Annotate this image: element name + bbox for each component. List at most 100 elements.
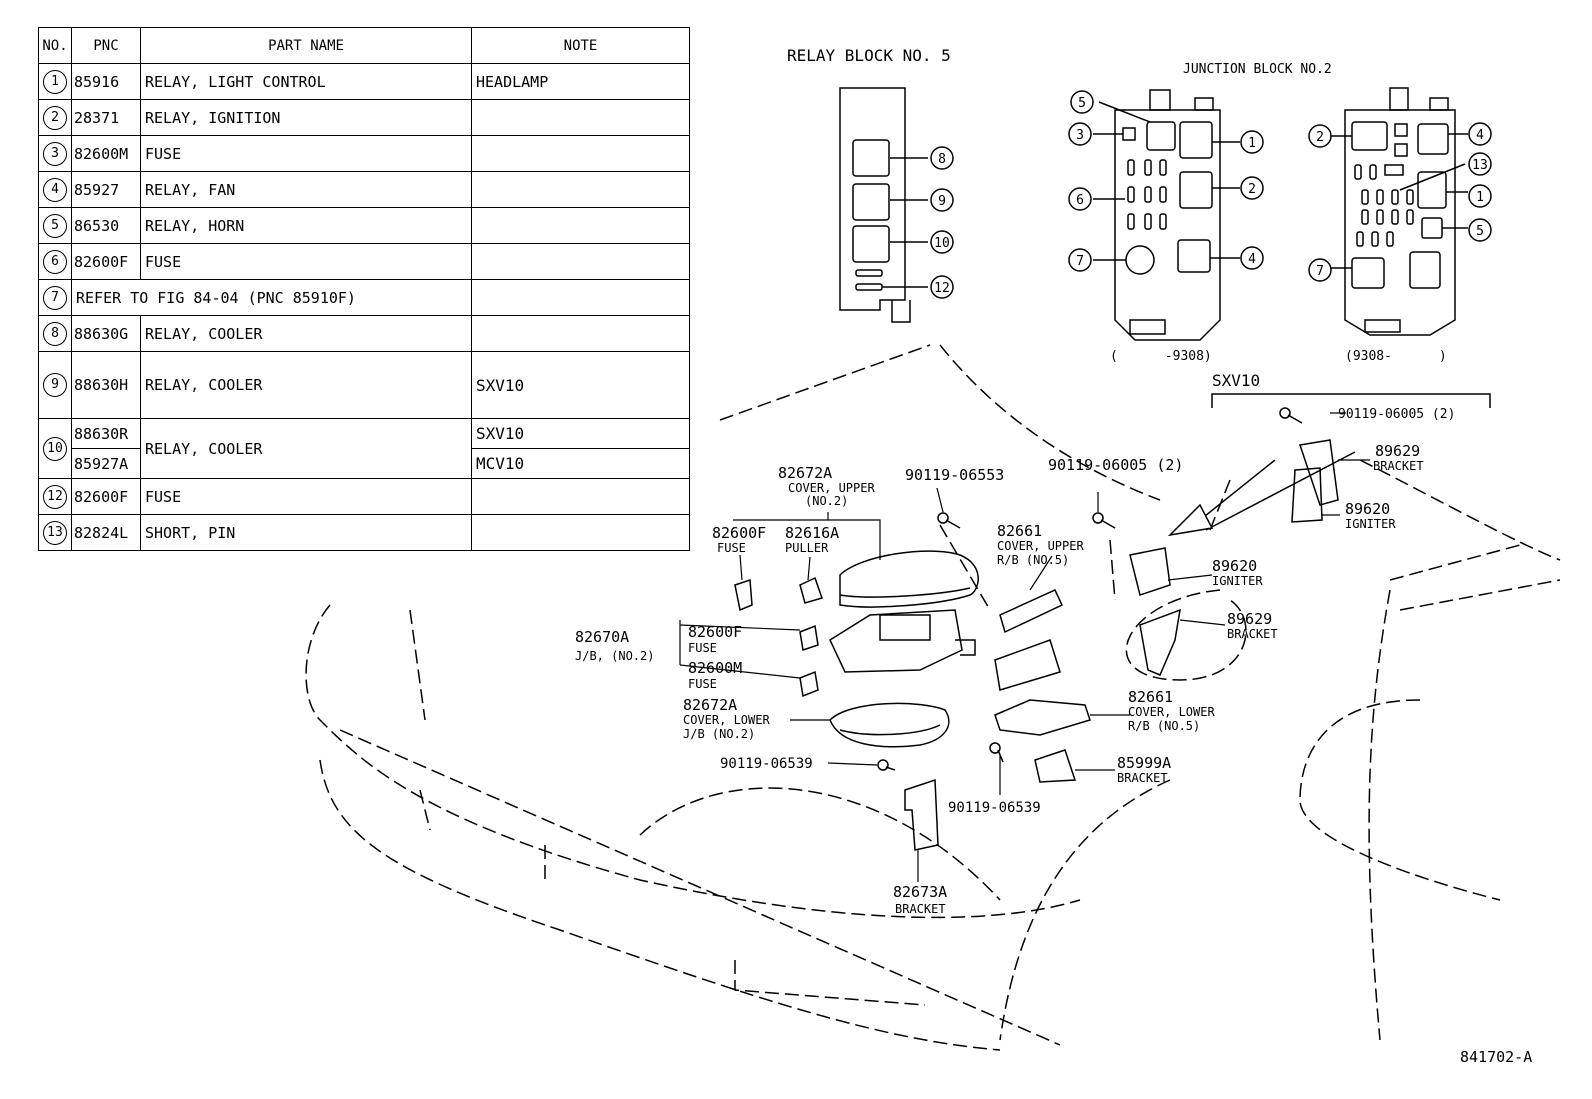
puller-82616a-part [799, 576, 823, 604]
fuse-82600m-part [799, 670, 819, 698]
part-name-label: COVER, UPPER [788, 481, 875, 495]
pnc-cell: 28371 [71, 99, 141, 136]
figure-code: 841702-A [1460, 1048, 1532, 1066]
bolt-label: 90119-06005 (2) [1338, 407, 1455, 422]
part-name-cell: REFER TO FIG 84-04 (PNC 85910F) [71, 279, 472, 316]
part-number-label: 89620 [1345, 500, 1390, 518]
callout-label: 1 [1476, 190, 1484, 205]
note-cell: SXV10 [471, 418, 690, 449]
relay-block-callouts [930, 146, 954, 299]
note-cell: MCV10 [471, 448, 690, 479]
part-number-label: 82672A [683, 696, 737, 714]
fuse-slots-left [1127, 159, 1167, 230]
part-name-label: BRACKET [1117, 771, 1168, 785]
note-cell [471, 135, 690, 172]
ref-number: 5 [43, 213, 67, 238]
ref-number: 13 [43, 520, 67, 545]
part-name-cell: RELAY, COOLER [140, 315, 472, 352]
table-row: 3 82600M FUSE [38, 135, 690, 172]
part-name-label: FUSE [717, 541, 746, 555]
note-cell [471, 514, 690, 551]
part-name-label: COVER, LOWER [1128, 705, 1215, 719]
sxv10-bracket-line [1211, 393, 1491, 408]
part-number-label: 89620 [1212, 557, 1257, 575]
table-row: 10 88630R RELAY, COOLER SXV10 [38, 418, 690, 479]
table-row: 7 REFER TO FIG 84-04 (PNC 85910F) [38, 279, 690, 316]
pnc-cell: 82600F [71, 478, 141, 515]
part-name-label: IGNITER [1345, 517, 1396, 531]
table-row: 4 85927 RELAY, FAN [38, 171, 690, 208]
part-name-label: J/B, (NO.2) [575, 649, 654, 663]
junction-block-title: JUNCTION BLOCK NO.2 [1183, 62, 1332, 77]
rb-upper-cover-82661-part [994, 589, 1063, 691]
callout-label: 1 [1248, 136, 1256, 151]
ref-number: 7 [43, 285, 67, 310]
part-name-label: R/B (NO.5) [1128, 719, 1200, 733]
callout-label: 13 [1472, 158, 1488, 173]
callout-label: 3 [1076, 128, 1084, 143]
note-cell [471, 99, 690, 136]
part-name-cell: RELAY, HORN [140, 207, 472, 244]
header-note: NOTE [471, 27, 690, 64]
callout-label: 2 [1248, 182, 1256, 197]
ref-number: 8 [43, 321, 67, 346]
part-name-cell: FUSE [140, 243, 472, 280]
part-name-label: IGNITER [1212, 574, 1263, 588]
ref-number: 1 [43, 69, 67, 94]
part-number-label: 82661 [1128, 688, 1173, 706]
ref-number: 6 [43, 249, 67, 274]
callout-label: 12 [934, 281, 950, 296]
parts-table: NO. PNC PART NAME NOTE 1 85916 RELAY, LI… [38, 27, 690, 551]
table-row: 9 88630H RELAY, COOLER SXV10 [38, 351, 690, 419]
part-name-label: COVER, UPPER [997, 539, 1084, 553]
note-cell: HEADLAMP [471, 63, 690, 100]
ref-number: 12 [43, 484, 67, 509]
part-name-cell: RELAY, COOLER [140, 418, 472, 479]
part-number-label: 82600M [688, 659, 742, 677]
header-pnc: PNC [71, 27, 141, 64]
table-header-row: NO. PNC PART NAME NOTE [38, 27, 690, 64]
callout-label: 4 [1476, 128, 1484, 143]
relay-block-no5 [839, 87, 928, 323]
part-number-label: 89629 [1227, 610, 1272, 628]
junction-left-range: ( -9308) [1110, 349, 1212, 364]
bolt-label: 90119-06553 [905, 466, 1004, 484]
pnc-cell: 88630R [71, 418, 141, 449]
leader-lines [679, 412, 1370, 882]
pnc-cell: 88630G [71, 315, 141, 352]
table-row: 85927A MCV10 [39, 448, 690, 479]
part-number-label: 82661 [997, 522, 1042, 540]
pnc-cell: 82824L [71, 514, 141, 551]
bracket-89629-part [1139, 439, 1339, 676]
ref-number: 9 [43, 373, 67, 397]
part-number-label: 82600F [712, 524, 766, 542]
note-cell: SXV10 [471, 351, 690, 419]
table-row: 1 85916 RELAY, LIGHT CONTROL HEADLAMP [38, 63, 690, 100]
part-number-label: 82616A [785, 524, 839, 542]
pnc-cell: 86530 [71, 207, 141, 244]
bracket-85999a-part [1034, 749, 1077, 783]
part-number-label: 85999A [1117, 754, 1171, 772]
arrow-icon [1167, 451, 1356, 537]
fuse-82600f-part [734, 578, 753, 612]
part-name-label: R/B (NO.5) [997, 553, 1069, 567]
part-number-label: 82672A [778, 464, 832, 482]
note-cell [471, 279, 690, 316]
part-name-cell: FUSE [140, 478, 472, 515]
part-number-label: 82600F [688, 623, 742, 641]
part-name-cell: RELAY, IGNITION [140, 99, 472, 136]
bolt-label: 90119-06005 (2) [1048, 456, 1183, 474]
table-row: 13 82824L SHORT, PIN [38, 514, 690, 551]
note-cell [471, 171, 690, 208]
igniter-89620-part [1129, 467, 1323, 596]
junction-block-left [1093, 89, 1240, 341]
fuse-82600f-2-part [799, 624, 819, 651]
callout-label: 5 [1476, 224, 1484, 239]
callout-label: 6 [1076, 193, 1084, 208]
part-name-label: FUSE [688, 641, 717, 655]
callout-label: 8 [938, 152, 946, 167]
table-row: 6 82600F FUSE [38, 243, 690, 280]
pnc-cell: 85927A [71, 448, 141, 479]
pnc-cell: 85927 [71, 171, 141, 208]
part-name-label: BRACKET [895, 902, 946, 916]
